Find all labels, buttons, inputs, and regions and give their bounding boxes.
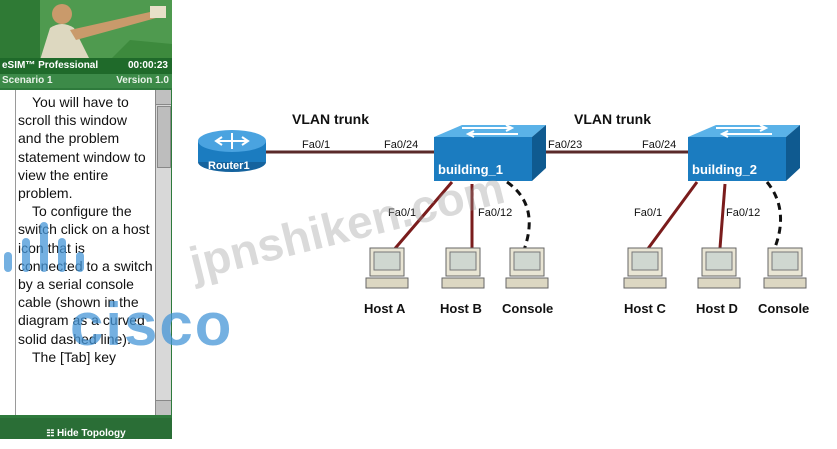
- host-c-pc-icon[interactable]: [623, 247, 667, 289]
- problem-scrollbar[interactable]: [155, 90, 171, 415]
- topology-icon: ☷: [46, 428, 57, 438]
- problem-paragraph: The [Tab] key: [32, 348, 117, 365]
- port-label-b2-fa0-1: Fa0/1: [634, 207, 662, 219]
- cisco-logo-bars-icon: [4, 222, 84, 272]
- topology-diagram: VLAN trunk VLAN trunk Router1 Fa0/1 Fa0/…: [198, 111, 809, 316]
- host-c-label: Host C: [624, 301, 667, 316]
- router1-device[interactable]: [198, 130, 266, 172]
- vlan-trunk-label-right: VLAN trunk: [574, 111, 651, 127]
- port-label-b2-fa0-24: Fa0/24: [642, 139, 676, 151]
- host-d-label: Host D: [696, 301, 738, 316]
- switch-arrows-icon: [716, 124, 772, 138]
- switch-arrows-icon: [462, 124, 518, 138]
- port-label-b1-fa0-12: Fa0/12: [478, 207, 512, 219]
- port-label-b2-fa0-12: Fa0/12: [726, 207, 760, 219]
- switch-2-label: building_2: [692, 162, 757, 177]
- scroll-thumb[interactable]: [157, 106, 171, 168]
- app-titlebar: eSIM™ Professional 00:00:23: [0, 58, 172, 74]
- scroll-down-button[interactable]: [156, 400, 171, 415]
- link-b2-host-d: [718, 183, 727, 249]
- cisco-watermark: cisco: [70, 291, 234, 358]
- port-label-b1-fa0-24: Fa0/24: [384, 139, 418, 151]
- switch-1-label: building_1: [438, 162, 503, 177]
- problem-statement: You will have to scroll this window and …: [16, 90, 155, 415]
- host-b-label: Host B: [440, 301, 482, 316]
- console-2-label: Console: [758, 301, 809, 316]
- banner-image: [0, 0, 172, 60]
- host-a-pc-icon[interactable]: [365, 247, 409, 289]
- console-2-pc-icon[interactable]: [763, 247, 807, 289]
- switch-building-2[interactable]: [688, 124, 800, 181]
- version-label: Version 1.0: [116, 75, 169, 86]
- console-1-label: Console: [502, 301, 553, 316]
- router-arrows-icon: [214, 133, 250, 149]
- host-a-label: Host A: [364, 301, 406, 316]
- simulator-side-panel: eSIM™ Professional 00:00:23 Scenario 1 V…: [0, 0, 172, 439]
- scenario-label: Scenario 1: [2, 75, 53, 86]
- scroll-up-button[interactable]: [156, 90, 171, 105]
- console-cable-b1: [506, 180, 531, 251]
- timer: 00:00:23: [127, 60, 168, 71]
- hide-topology-label: Hide Topology: [56, 428, 126, 439]
- product-title: eSIM™ Professional: [2, 60, 99, 71]
- console-cable-b2: [765, 181, 783, 251]
- hide-topology-button[interactable]: ☷ Hide Topology: [0, 418, 172, 439]
- problem-paragraph: You will have to scroll this window and …: [18, 94, 146, 202]
- port-label-router-fa0-1: Fa0/1: [302, 139, 330, 151]
- scenario-bar: Scenario 1 Version 1.0: [0, 74, 172, 88]
- port-label-b1-fa0-23: Fa0/23: [548, 139, 582, 151]
- router1-label: Router1: [208, 160, 250, 172]
- vlan-trunk-label-left: VLAN trunk: [292, 111, 369, 127]
- switch-building-1[interactable]: [434, 124, 546, 181]
- host-b-pc-icon[interactable]: [441, 247, 485, 289]
- console-1-pc-icon[interactable]: [505, 247, 549, 289]
- host-d-pc-icon[interactable]: [697, 247, 741, 289]
- problem-paragraph: To configure the switch click on a host …: [18, 203, 153, 347]
- port-label-b1-fa0-1: Fa0/1: [388, 207, 416, 219]
- link-b2-host-c: [645, 181, 699, 251]
- link-b1-host-a: [390, 181, 454, 253]
